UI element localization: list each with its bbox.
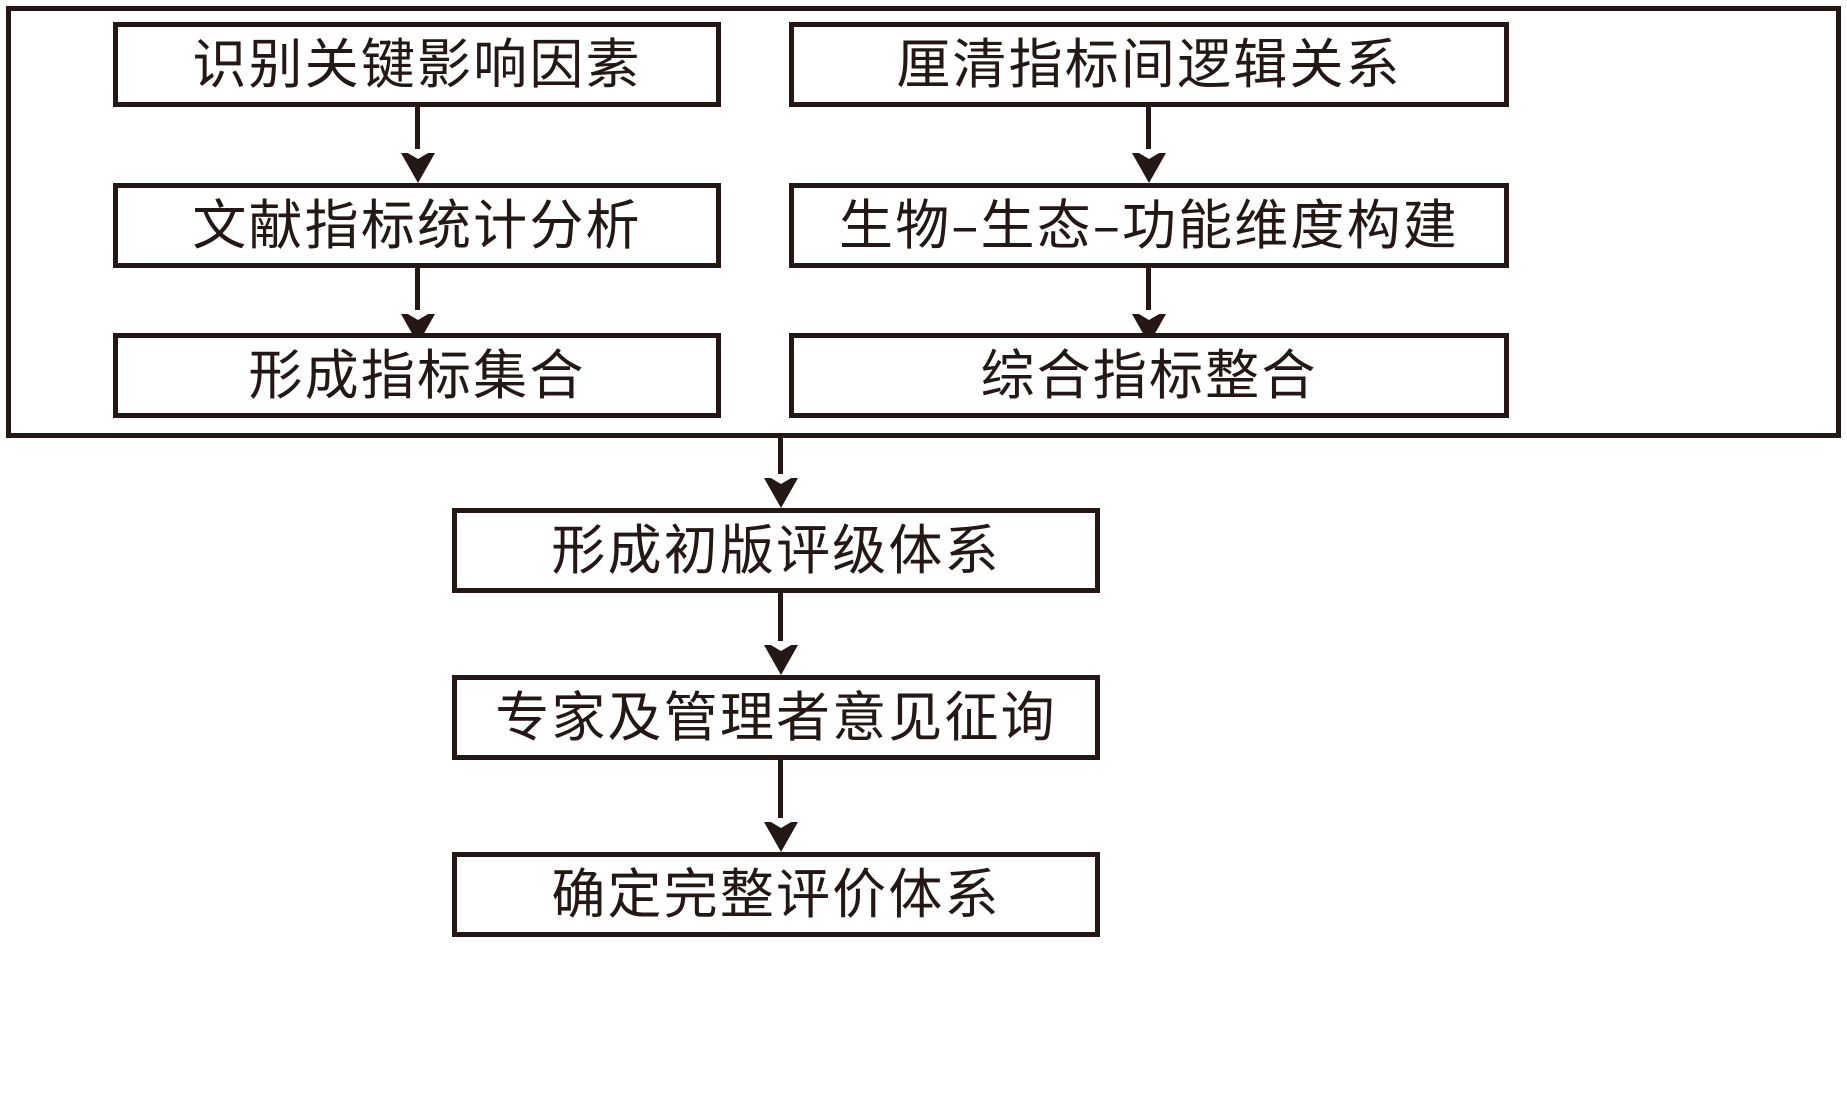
node-literature-statistics[interactable]: 文献指标统计分析 <box>113 183 721 268</box>
node-label: 文献指标统计分析 <box>192 193 642 257</box>
node-label: 专家及管理者意见征询 <box>495 685 1057 749</box>
node-label: 厘清指标间逻辑关系 <box>896 32 1402 96</box>
node-label: 识别关键影响因素 <box>192 32 642 96</box>
node-label: 综合指标整合 <box>980 343 1318 407</box>
node-draft-rating-system[interactable]: 形成初版评级体系 <box>452 508 1100 593</box>
node-identify-key-factors[interactable]: 识别关键影响因素 <box>113 22 721 107</box>
node-label: 生物–生态–功能维度构建 <box>839 193 1459 257</box>
group-frame <box>6 6 1841 438</box>
node-form-indicator-set[interactable]: 形成指标集合 <box>113 333 721 418</box>
arrow-B2-to-B3 <box>763 760 798 852</box>
node-label: 确定完整评价体系 <box>551 862 1001 926</box>
node-expert-consultation[interactable]: 专家及管理者意见征询 <box>452 675 1100 760</box>
node-final-evaluation-system[interactable]: 确定完整评价体系 <box>452 852 1100 937</box>
node-clarify-logical-relations[interactable]: 厘清指标间逻辑关系 <box>789 22 1509 107</box>
node-label: 形成指标集合 <box>248 343 586 407</box>
node-label: 形成初版评级体系 <box>551 518 1001 582</box>
arrow-group-to-B1 <box>763 437 798 508</box>
node-integrate-indicators[interactable]: 综合指标整合 <box>789 333 1509 418</box>
arrow-L1-to-L2 <box>400 107 435 183</box>
arrow-R1-to-R2 <box>1131 107 1166 183</box>
arrow-B1-to-B2 <box>763 593 798 675</box>
node-bio-eco-function-dimensions[interactable]: 生物–生态–功能维度构建 <box>789 183 1509 268</box>
